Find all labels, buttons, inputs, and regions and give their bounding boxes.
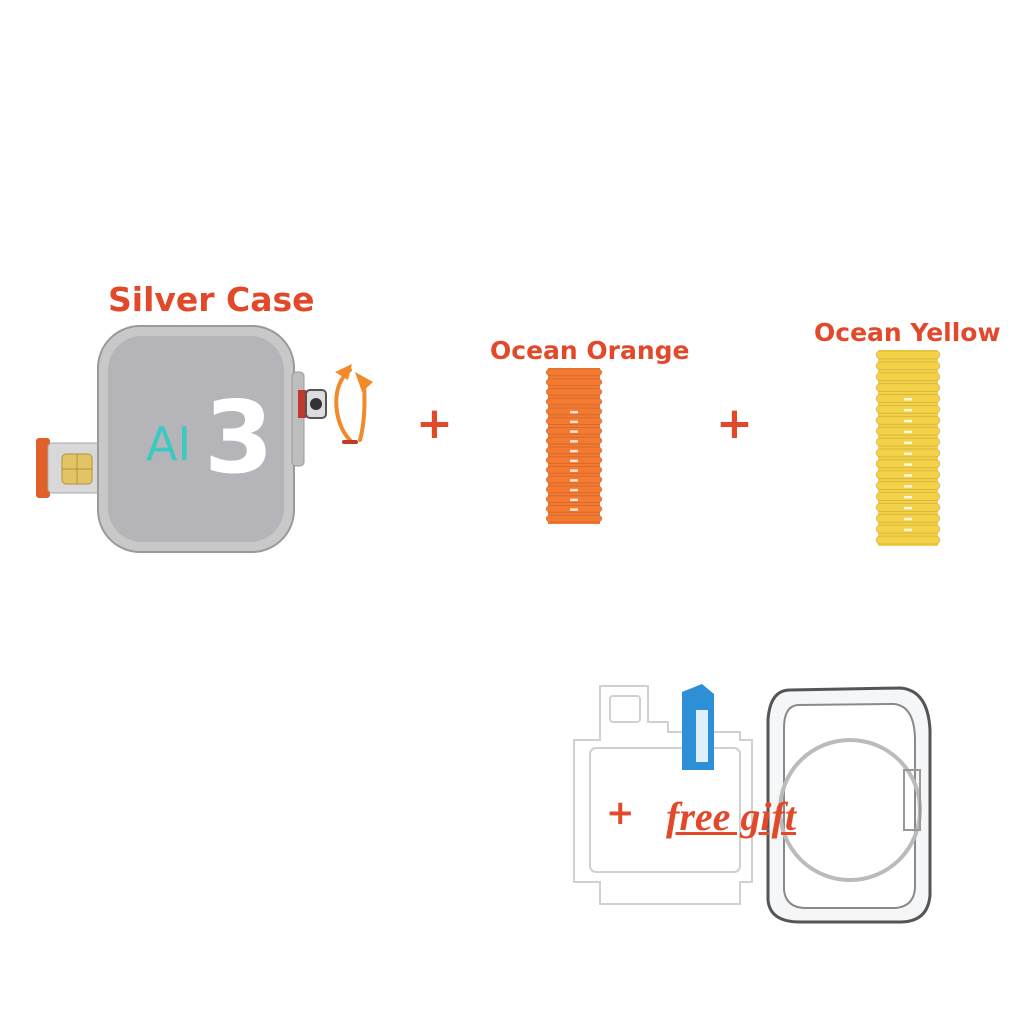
sim-tray-icon [36, 438, 109, 498]
ocean-orange-label: Ocean Orange [490, 336, 690, 365]
watch-face-logo: AI 3 [120, 379, 290, 496]
protector-tab-icon [682, 684, 714, 770]
yellow-band-image [875, 350, 941, 546]
protective-case-icon [766, 686, 932, 924]
plus-sign: + [716, 398, 753, 449]
silver-case-label: Silver Case [108, 280, 315, 319]
screen-protector-icon [573, 685, 753, 905]
watch-face-number: 3 [204, 379, 274, 496]
ocean-yellow-label: Ocean Yellow [814, 318, 1001, 347]
rotate-arrow-icon [334, 364, 373, 444]
free-gift-label: free gift [666, 794, 796, 839]
watch-case [97, 325, 305, 553]
orange-band-image [545, 368, 603, 524]
gift-plus-sign: + [606, 793, 635, 833]
crown-icon [298, 389, 327, 419]
plus-sign: + [416, 398, 453, 449]
watch-face-prefix: AI [146, 417, 192, 471]
